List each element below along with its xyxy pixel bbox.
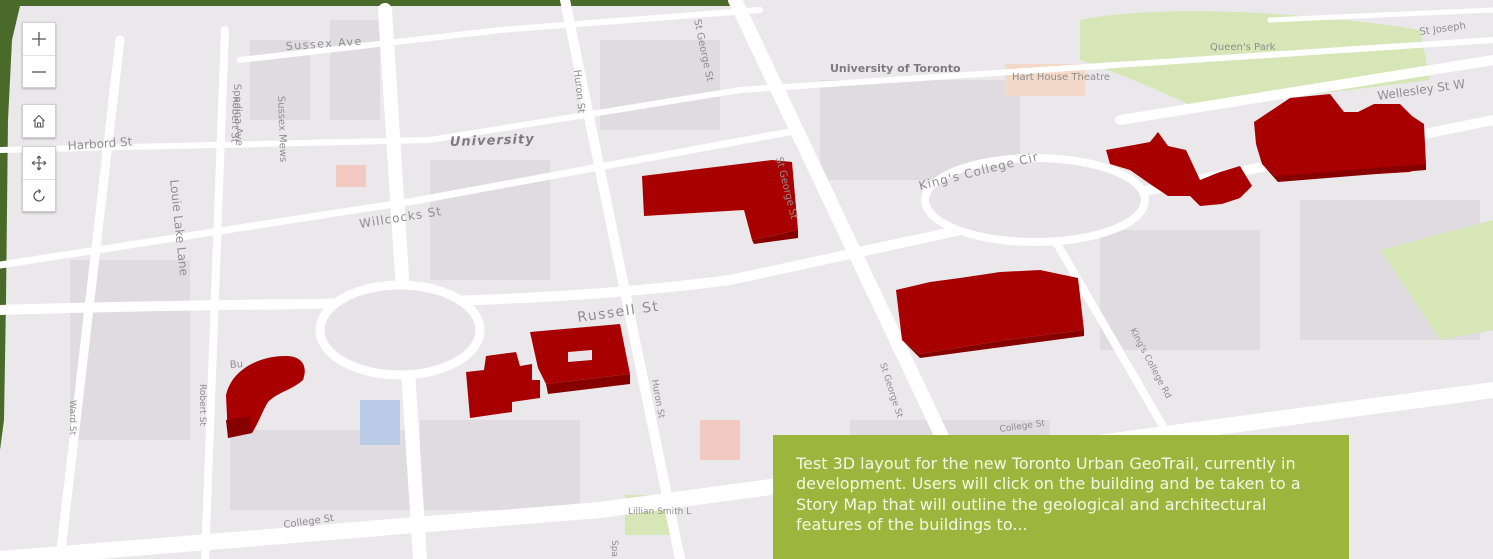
navigation-controls: [22, 146, 56, 212]
building-st-george-north[interactable]: [642, 160, 798, 244]
label-robert-st-south: Robert St: [197, 384, 207, 426]
label-sussex-mews: Sussex Mews: [275, 96, 288, 163]
zoom-in-button[interactable]: [23, 23, 55, 55]
label-queens-park: Queen's Park: [1210, 42, 1276, 53]
building-huron-cluster[interactable]: [466, 324, 630, 418]
home-control: [22, 104, 56, 138]
caption-text: Test 3D layout for the new Toronto Urban…: [796, 454, 1301, 535]
label-spadina-bottom: Spa: [609, 540, 619, 557]
label-lillian-smith: Lillian Smith L: [628, 507, 691, 517]
home-button[interactable]: [23, 105, 55, 137]
building-hart-house-cluster[interactable]: [1106, 94, 1426, 206]
blue-pool: [360, 400, 400, 445]
label-robert-st-north: Robert St: [228, 96, 241, 143]
label-huron-st-north: Huron St: [571, 69, 587, 114]
label-spadina-ave: Spadina Ave: [231, 84, 244, 146]
label-ward-st: Ward St: [67, 400, 77, 436]
label-bulwer: Bu: [229, 359, 243, 371]
plus-icon: [32, 32, 46, 46]
small-red-building: [336, 165, 366, 187]
caption-panel: Test 3D layout for the new Toronto Urban…: [773, 435, 1349, 559]
label-sussex-ave: Sussex Ave: [285, 35, 363, 53]
minus-icon: [32, 70, 46, 73]
label-university-area: University: [450, 132, 535, 150]
zoom-out-button[interactable]: [23, 55, 55, 87]
zoom-controls: [22, 22, 56, 88]
pan-icon: [31, 155, 47, 171]
label-university-of-toronto: University of Toronto: [830, 62, 961, 75]
rotate-icon: [33, 188, 45, 202]
park-east: [1380, 220, 1493, 340]
label-hart-house: Hart House Theatre: [1012, 72, 1110, 83]
pink-building: [700, 420, 740, 460]
rotate-button[interactable]: [23, 179, 55, 211]
block-layer: [70, 20, 1480, 510]
roundabout: [315, 280, 485, 380]
buildings-3d[interactable]: [226, 94, 1426, 438]
label-harbord-st: Harbord St: [67, 134, 133, 153]
kings-college-circle-road: [921, 154, 1149, 246]
pan-button[interactable]: [23, 147, 55, 179]
home-icon: [33, 114, 45, 128]
building-kings-college[interactable]: [896, 270, 1084, 358]
